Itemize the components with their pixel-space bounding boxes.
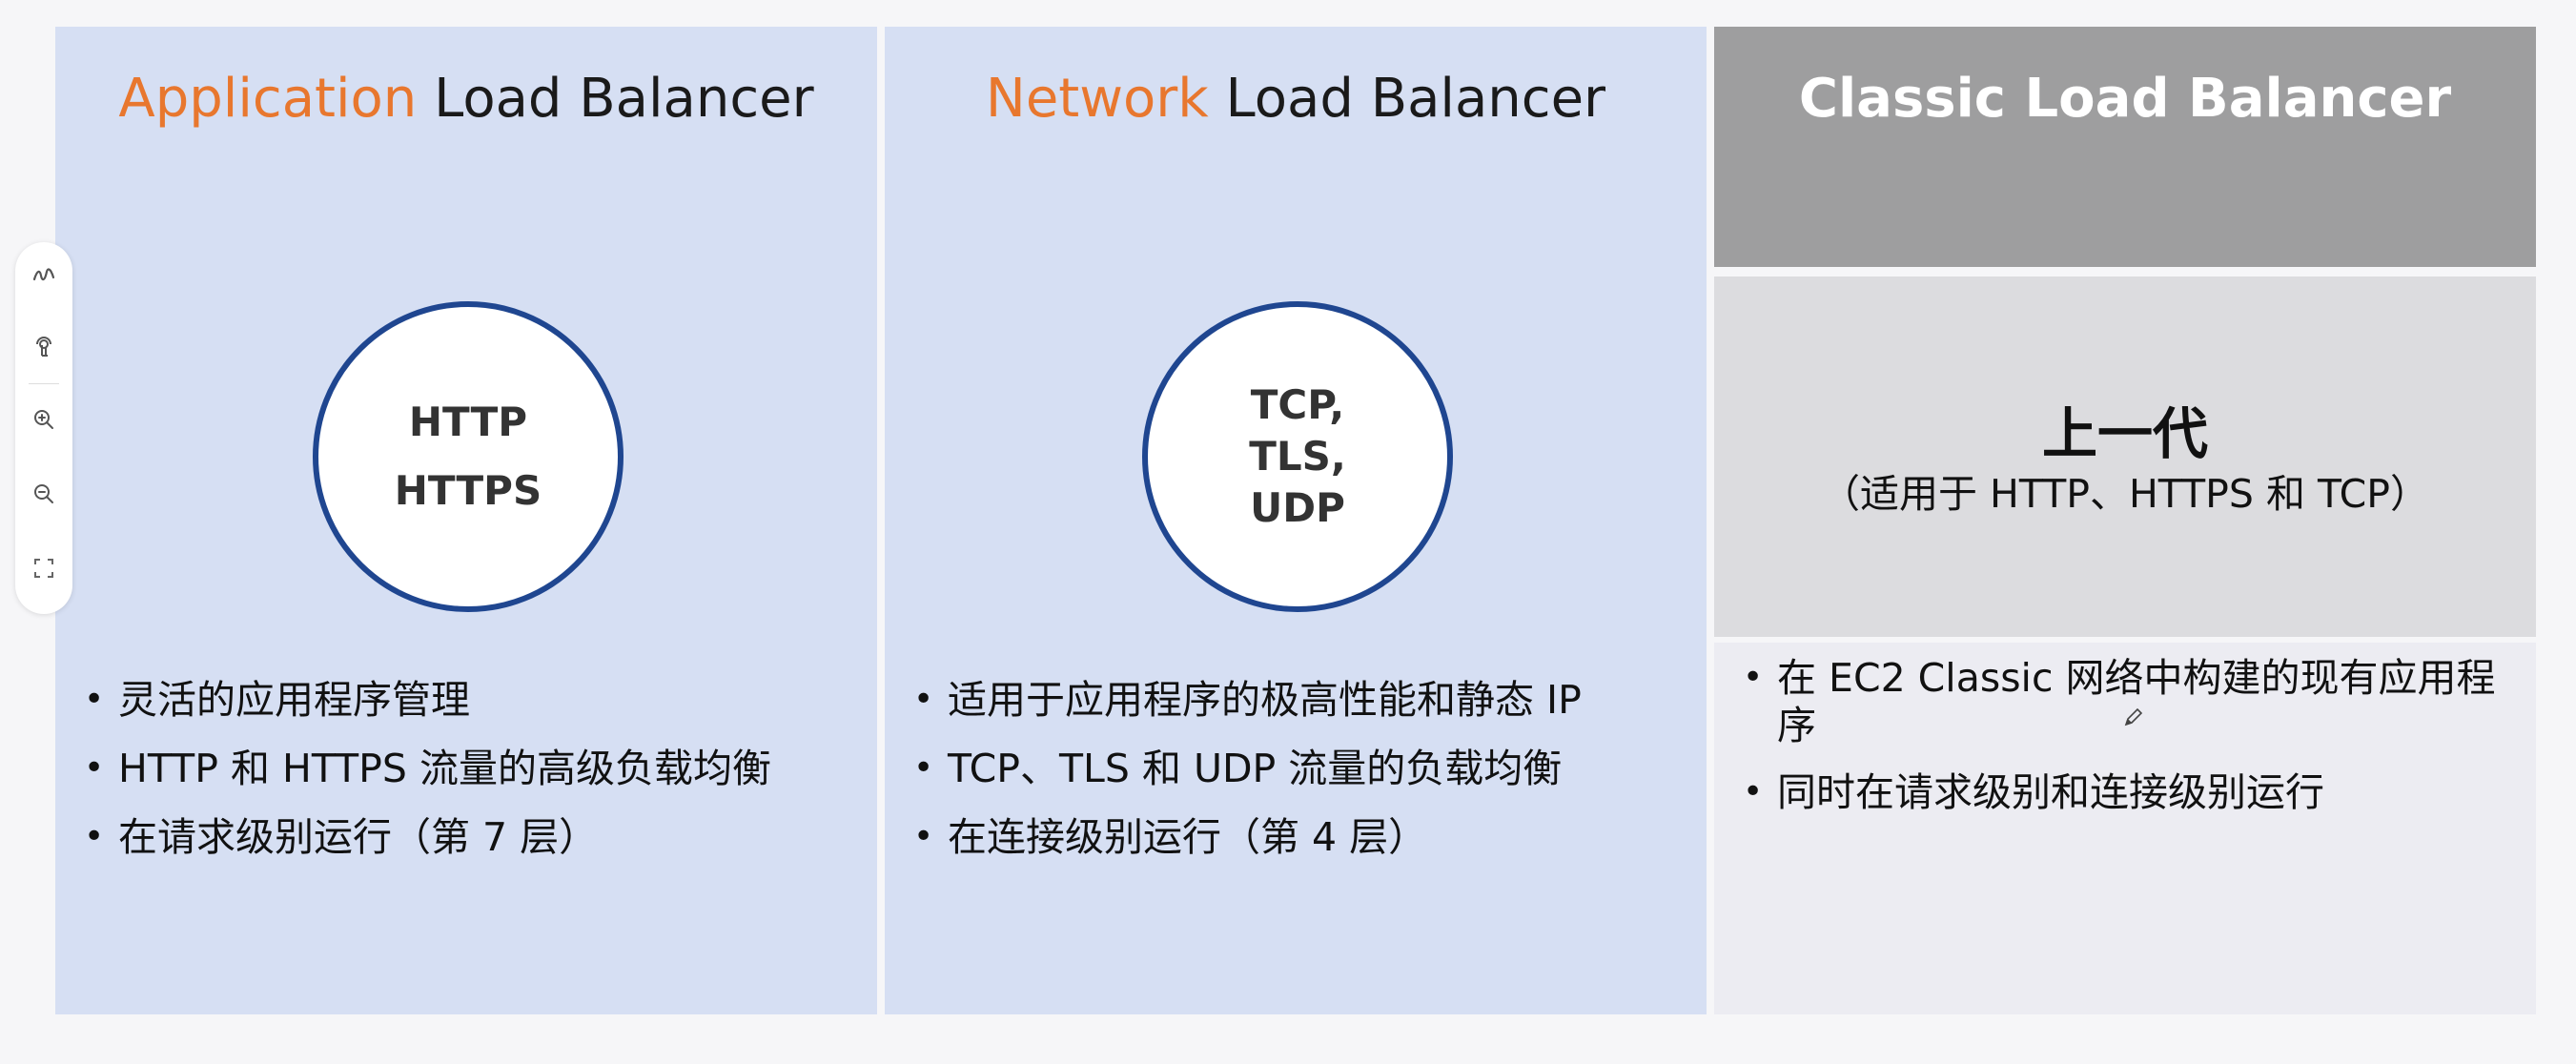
- nlb-title-accent: Network: [985, 68, 1209, 130]
- nlb-protocol-circle: TCP, TLS, UDP: [1142, 301, 1453, 612]
- clb-header: Classic Load Balancer: [1714, 27, 2536, 267]
- nlb-panel: Network Load Balancer TCP, TLS, UDP 适用于应…: [885, 27, 1707, 1014]
- alb-panel: Application Load Balancer HTTP HTTPS 灵活的…: [55, 27, 877, 1014]
- list-item: TCP、TLS 和 UDP 流量的负载均衡: [910, 744, 1582, 793]
- clb-generation-box: 上一代 （适用于 HTTP、HTTPS 和 TCP）: [1714, 276, 2536, 637]
- list-item: 灵活的应用程序管理: [80, 675, 771, 725]
- alb-feature-list: 灵活的应用程序管理 HTTP 和 HTTPS 流量的高级负载均衡 在请求级别运行…: [80, 675, 771, 881]
- fit-screen-icon[interactable]: [29, 553, 59, 583]
- clb-title: Classic Load Balancer: [1798, 68, 2452, 130]
- pen-icon[interactable]: [29, 259, 59, 290]
- alb-title-rest: Load Balancer: [417, 68, 814, 130]
- clb-feature-list: 在 EC2 Classic 网络中构建的现有应用程序 同时在请求级别和连接级别运…: [1739, 654, 2521, 835]
- nlb-protocol-line: TCP,: [1250, 381, 1345, 428]
- alb-protocol-circle: HTTP HTTPS: [313, 301, 624, 612]
- nlb-protocol-line: UDP: [1250, 484, 1345, 531]
- pen-cursor-icon: [2122, 706, 2145, 728]
- list-item: 在连接级别运行（第 4 层）: [910, 812, 1582, 862]
- list-item: 同时在请求级别和连接级别运行: [1739, 768, 2521, 816]
- touch-icon[interactable]: [29, 332, 59, 362]
- zoom-out-icon[interactable]: [29, 479, 59, 509]
- toolbar-divider: [29, 383, 59, 384]
- clb-generation-label: 上一代: [2041, 401, 2208, 466]
- list-item: 在请求级别运行（第 7 层）: [80, 812, 771, 862]
- zoom-in-icon[interactable]: [29, 404, 59, 435]
- alb-title-accent: Application: [118, 68, 418, 130]
- annotation-toolbar: [15, 242, 72, 614]
- alb-title: Application Load Balancer: [55, 65, 877, 133]
- nlb-title: Network Load Balancer: [885, 65, 1707, 133]
- clb-generation-subtitle: （适用于 HTTP、HTTPS 和 TCP）: [1821, 471, 2429, 517]
- list-item: 在 EC2 Classic 网络中构建的现有应用程序: [1739, 654, 2521, 749]
- list-item: 适用于应用程序的极高性能和静态 IP: [910, 675, 1582, 725]
- list-item: HTTP 和 HTTPS 流量的高级负载均衡: [80, 744, 771, 793]
- nlb-protocol-line: TLS,: [1249, 433, 1346, 480]
- nlb-feature-list: 适用于应用程序的极高性能和静态 IP TCP、TLS 和 UDP 流量的负载均衡…: [910, 675, 1582, 881]
- alb-protocol-line: HTTPS: [394, 467, 542, 514]
- clb-feature-box: 在 EC2 Classic 网络中构建的现有应用程序 同时在请求级别和连接级别运…: [1714, 643, 2536, 1014]
- nlb-title-rest: Load Balancer: [1208, 68, 1606, 130]
- alb-protocol-line: HTTP: [408, 399, 528, 445]
